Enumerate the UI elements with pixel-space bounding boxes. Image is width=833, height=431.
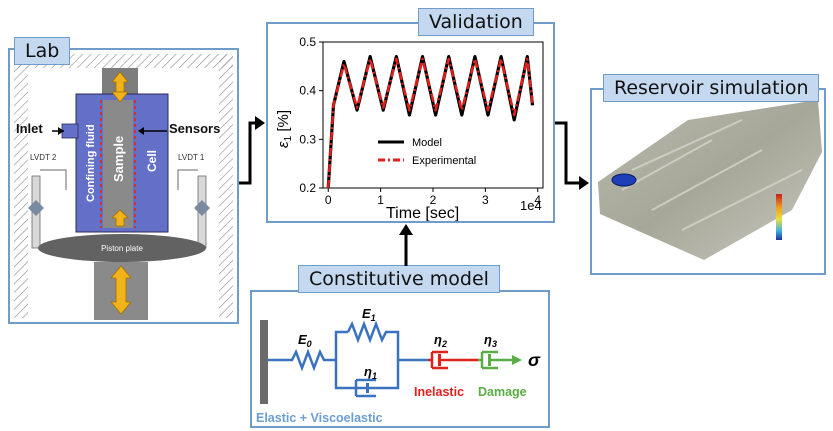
reservoir-surface: [598, 100, 822, 260]
elastic-viscoelastic-label: Elastic + Viscoelastic: [256, 411, 383, 425]
well-plume: [611, 173, 637, 187]
x-tick-label: 3: [482, 193, 489, 207]
eta3-label: η3: [484, 332, 497, 349]
sensors-label: Sensors: [169, 121, 221, 136]
legend-experimental-label: Experimental: [412, 155, 476, 167]
lab-apparatus-figure: Confining fluid Sample Cell LVDT 2 LVDT …: [14, 54, 233, 320]
y-axis-label: ε1 [%]: [275, 110, 294, 148]
validation-to-reservoir-arrow: [555, 121, 580, 185]
confining-fluid-label: Confining fluid: [85, 124, 97, 202]
cell-label: Cell: [145, 150, 159, 172]
inelastic-label: Inelastic: [414, 385, 464, 399]
wall: [260, 320, 268, 404]
lvdt1-label: LVDT 1: [178, 153, 205, 162]
lab-panel: Confining fluid Sample Cell LVDT 2 LVDT …: [8, 48, 239, 324]
spring-e1: [346, 320, 400, 390]
eta2-label: η2: [434, 332, 447, 349]
constitutive-title: Constitutive model: [298, 265, 500, 293]
dashpot-eta2: [428, 350, 448, 370]
lab-to-validation-arrow: [239, 121, 257, 185]
reservoir-panel: [590, 88, 826, 275]
y-tick-label: 0.3: [299, 132, 316, 146]
dashpot-eta3: [478, 350, 498, 370]
x-tick-label: 4: [534, 193, 541, 207]
rheology-diagram: E0 E1 η1 η2 η3 σ Elastic + Viscoelastic …: [256, 306, 541, 425]
reservoir-title: Reservoir simulation: [603, 74, 820, 102]
color-bar: [776, 194, 782, 240]
sample-label: Sample: [111, 136, 126, 182]
inlet-label: Inlet: [16, 121, 43, 136]
x-multiplier-label: 1e4: [520, 198, 542, 213]
e0-label: E0: [298, 332, 312, 349]
piston-plate-label: Piston plate: [101, 244, 143, 253]
lab-title: Lab: [14, 37, 71, 65]
x-axis-label: Time [sec]: [386, 205, 459, 221]
spring-e0: [268, 348, 336, 372]
piston-plate: [38, 234, 206, 262]
damage-label: Damage: [478, 385, 527, 399]
left-frame: [14, 54, 28, 318]
lvdt2-label: LVDT 2: [30, 153, 57, 162]
series-line-model: [326, 54, 535, 189]
e1-label: E1: [362, 306, 376, 323]
dashpot-eta1: [354, 378, 376, 398]
x-tick-label: 0: [325, 193, 332, 207]
validation-title: Validation: [418, 8, 534, 36]
reservoir-render: [598, 100, 822, 260]
right-frame: [219, 54, 233, 318]
y-tick-label: 0.4: [299, 84, 316, 98]
x-tick-label: 2: [430, 193, 437, 207]
series-line-experimental: [326, 57, 534, 189]
stress-arrow: [512, 355, 522, 365]
sigma-label: σ: [528, 350, 541, 370]
eta1-label: η1: [364, 364, 377, 381]
x-tick-label: 1: [377, 193, 384, 207]
y-tick-label: 0.5: [299, 35, 316, 49]
legend-model-label: Model: [412, 137, 442, 149]
sample-column: [103, 100, 133, 228]
y-tick-label: 0.2: [299, 181, 316, 195]
constitutive-panel: E0 E1 η1 η2 η3 σ Elastic + Viscoelastic …: [250, 290, 550, 428]
chart-legend: Model Experimental: [378, 137, 476, 167]
